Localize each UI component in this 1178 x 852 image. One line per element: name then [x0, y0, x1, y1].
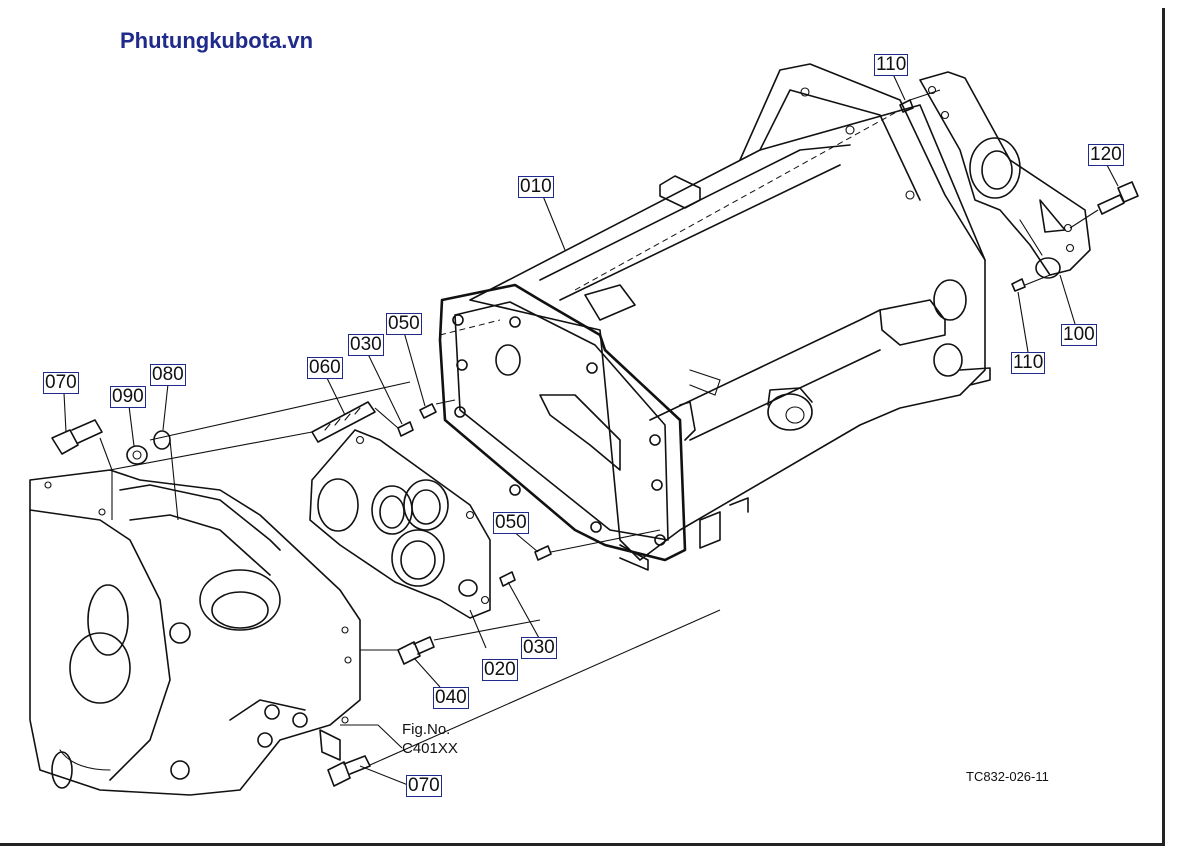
rear-bracket-100 [919, 71, 1091, 279]
callout-leaders [63, 73, 1119, 786]
callout-030[interactable]: 030 [348, 334, 384, 356]
callout-010[interactable]: 010 [518, 176, 554, 198]
drawing-code: TC832-026-11 [966, 769, 1049, 784]
callout-050[interactable]: 050 [386, 313, 422, 335]
callout-110[interactable]: 110 [874, 54, 909, 76]
callout-050[interactable]: 050 [493, 512, 529, 534]
callout-080[interactable]: 080 [150, 364, 186, 386]
transmission-case-010 [438, 63, 991, 571]
callout-040[interactable]: 040 [433, 687, 469, 709]
callout-120[interactable]: 120 [1088, 144, 1124, 166]
callout-100[interactable]: 100 [1061, 324, 1097, 346]
callout-090[interactable]: 090 [110, 386, 146, 408]
callout-030[interactable]: 030 [521, 637, 557, 659]
spacer-plate-020 [309, 429, 491, 619]
frame-border-right [1162, 8, 1165, 846]
figure-reference: Fig.No. C401XX [402, 720, 458, 758]
assembly-lines [99, 89, 1099, 766]
callout-060[interactable]: 060 [307, 357, 343, 379]
front-housing [29, 469, 361, 796]
frame-border-bottom [0, 843, 1165, 846]
hardware-parts [51, 99, 1139, 787]
brand-watermark: Phutungkubota.vn [120, 28, 314, 53]
figure-reference-number: C401XX [402, 740, 458, 757]
callout-070[interactable]: 070 [43, 372, 79, 394]
callout-070[interactable]: 070 [406, 775, 442, 797]
figure-reference-label: Fig.No. [402, 721, 451, 738]
callout-110[interactable]: 110 [1011, 352, 1046, 374]
callout-020[interactable]: 020 [482, 659, 518, 681]
